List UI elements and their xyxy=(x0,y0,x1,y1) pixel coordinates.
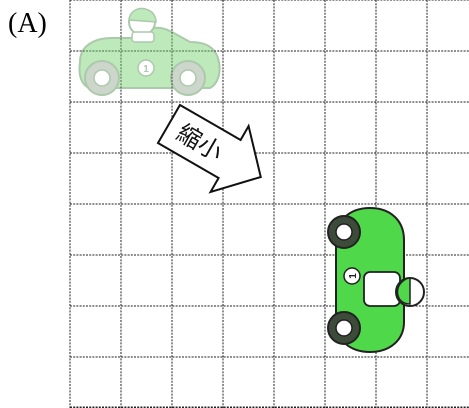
right-arrow-icon: 縮小 xyxy=(150,91,280,210)
reduced-car-icon: 1 xyxy=(328,208,424,352)
original-car-icon: 1 xyxy=(79,8,219,95)
car-number-reduced: 1 xyxy=(348,273,359,279)
car-number-original: 1 xyxy=(143,64,149,75)
